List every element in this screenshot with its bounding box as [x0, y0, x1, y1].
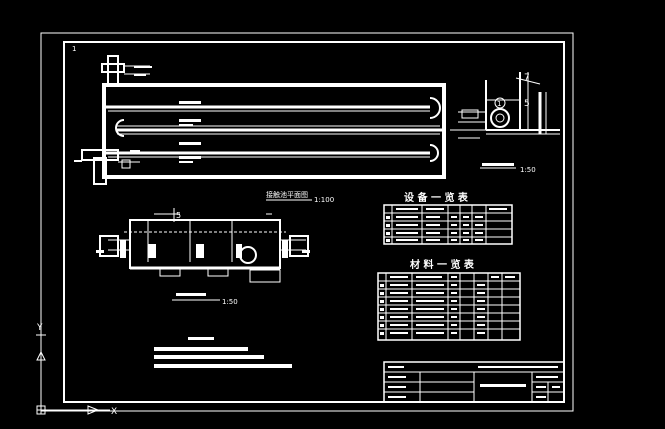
- ucs-y-label: Y: [36, 323, 43, 333]
- equipment-table-cells: [386, 208, 507, 242]
- design-notes: [154, 337, 292, 368]
- equipment-table-title: 设 备 一 览 表: [404, 191, 469, 204]
- plan-channel-notes: [74, 66, 201, 163]
- plan-title-block: 接触池平面图 1:100: [266, 190, 334, 204]
- detail-title-block: 1:50: [480, 163, 536, 174]
- detail-circle-tag: 1: [497, 100, 501, 108]
- equipment-table: [383, 204, 513, 245]
- section-title-block: 1:50: [172, 293, 238, 306]
- plan-scale: 1:100: [314, 196, 334, 204]
- detail-callout-circle: [494, 97, 506, 109]
- sheet-number: 1: [72, 45, 76, 53]
- plan-title: 接触池平面图: [266, 190, 308, 199]
- ucs-y-x-axis-icon[interactable]: [36, 330, 110, 415]
- ucs-x-label: X: [111, 407, 117, 417]
- detail-tag: 7: [524, 73, 530, 83]
- material-table: [377, 272, 521, 341]
- sheet-title-block: [383, 361, 565, 403]
- detail-scale: 1:50: [520, 166, 536, 174]
- section-mark: 5: [176, 211, 181, 220]
- tank-section-view: [99, 208, 309, 283]
- drawing-frame: [40, 32, 574, 412]
- material-table-cells: [380, 276, 515, 335]
- material-table-title: 材 料 一 览 表: [410, 258, 475, 271]
- section-scale: 1:50: [222, 298, 238, 306]
- contact-tank-plan: [81, 55, 446, 185]
- detail-tag-secondary: 5: [524, 99, 530, 109]
- right-section-detail: [450, 72, 560, 139]
- section-hatching: [96, 240, 310, 258]
- title-block-cells: [388, 366, 560, 398]
